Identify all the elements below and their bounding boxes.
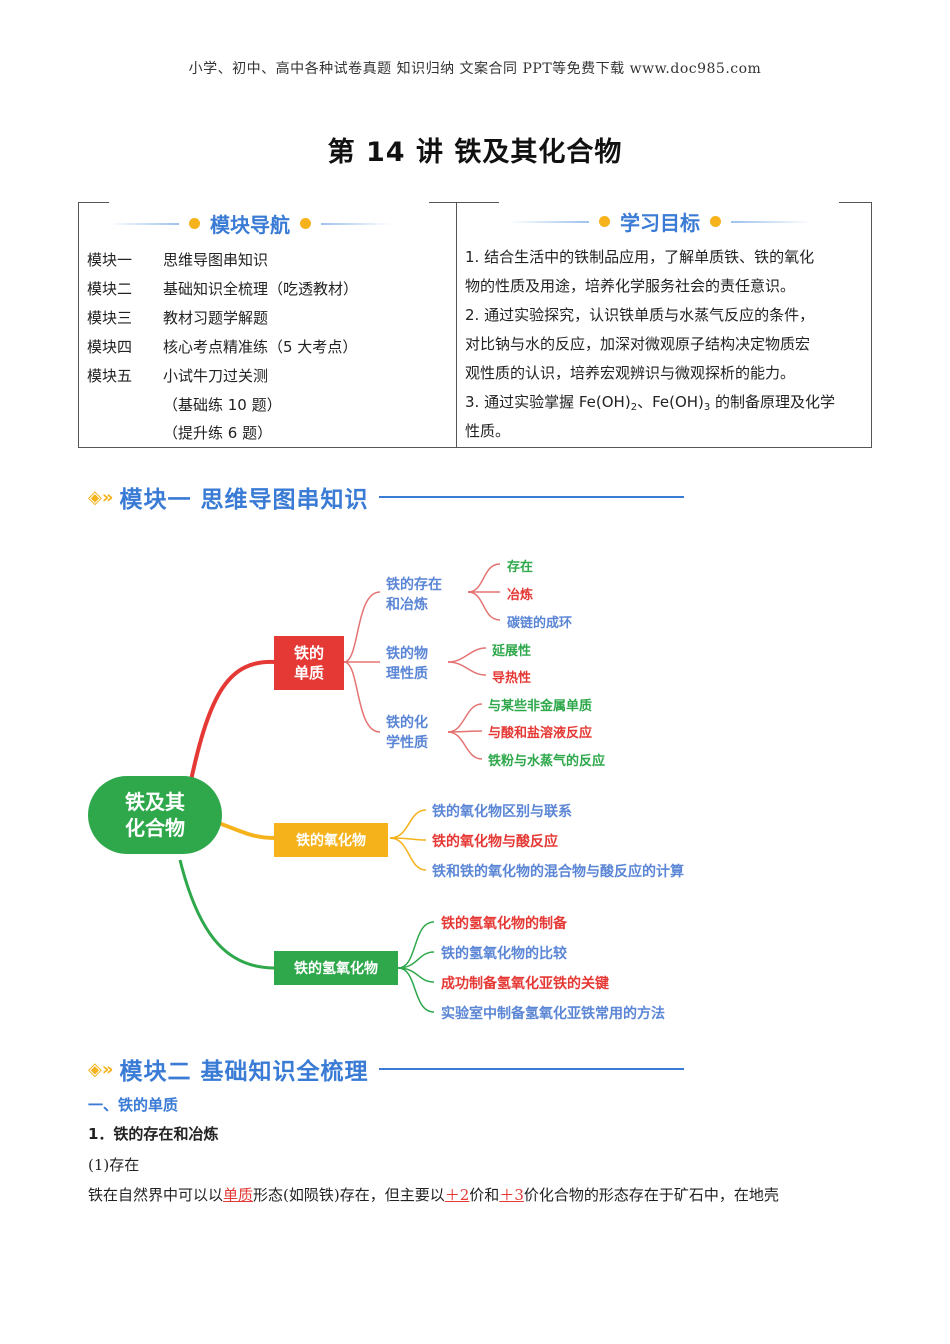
leaf-oxide-calc: 铁和铁的氧化物的混合物与酸反应的计算: [432, 864, 684, 880]
goal-line-5: 观性质的认识，培养宏观辨识与微观探析的能力。: [465, 364, 796, 382]
leaf-steam: 铁粉与水蒸气的反应: [488, 754, 606, 769]
node-iron-element: 铁的 单质: [274, 636, 344, 690]
nav-item-6: （基础练 10 题）: [163, 396, 282, 414]
node-iron-oxide: 铁的氧化物: [274, 823, 388, 857]
leaf-oxide-acid: 铁的氧化物与酸反应: [432, 834, 558, 850]
page-title: 第 14 讲 铁及其化合物: [327, 137, 623, 168]
module2-heading: ◈» 模块二 基础知识全梳理: [88, 1052, 684, 1086]
leaf-ductility: 延展性: [492, 644, 532, 659]
nav-item-2: 模块二基础知识全梳理（吃透教材）: [87, 280, 359, 298]
leaf-hydroxide-method: 实验室中制备氢氧化亚铁常用的方法: [441, 1006, 665, 1022]
sub-chemical-properties: 铁的化 学性质: [386, 715, 428, 751]
sub-physical-properties: 铁的物 理性质: [386, 646, 428, 682]
leaf-acid-salt: 与酸和盐溶液反应: [488, 726, 593, 741]
nav-item-1: 模块一思维导图串知识: [87, 251, 269, 269]
box-divider: [456, 203, 457, 447]
sub-existence-smelting: 铁的存在 和冶炼: [386, 577, 442, 613]
page-header: 小学、初中、高中各种试卷真题 知识归纳 文案合同 PPT等免费下载 www.do…: [188, 61, 762, 77]
leaf-thermal: 导热性: [492, 671, 532, 686]
overview-box: 模块导航 模块一思维导图串知识 模块二基础知识全梳理（吃透教材） 模块三教材习题…: [78, 201, 872, 448]
mindmap-root: 铁及其 化合物: [88, 776, 222, 854]
goal-line-3: 2. 通过实验探究，认识铁单质与水蒸气反应的条件，: [465, 306, 815, 324]
mindmap-connectors: [178, 563, 501, 1013]
leaf-smelting: 冶炼: [507, 588, 534, 603]
section-iron-element: 一、铁的单质: [88, 1096, 179, 1114]
goal-line-4: 对比钠与水的反应，加深对微观原子结构决定物质宏: [465, 335, 811, 353]
goal-line-7: 性质。: [465, 422, 511, 440]
nav-item-5: 模块五小试牛刀过关测: [87, 367, 269, 385]
diamond-arrow-icon: ◈»: [88, 486, 114, 508]
leaf-oxide-compare: 铁的氧化物区别与联系: [432, 804, 572, 820]
leaf-carbon-ring: 碳链的成环: [507, 616, 573, 631]
module1-heading: ◈» 模块一 思维导图串知识: [88, 480, 684, 514]
node-iron-hydroxide: 铁的氢氧化物: [274, 951, 398, 985]
goal-line-1: 1. 结合生活中的铁制品应用，了解单质铁、铁的氧化: [465, 248, 815, 266]
leaf-hydroxide-prep: 铁的氢氧化物的制备: [441, 916, 567, 932]
goal-line-6: 3. 通过实验掌握 Fe(OH)2、Fe(OH)3 的制备原理及化学: [465, 393, 836, 413]
nav-item-4: 模块四核心考点精准练（5 大考点）: [87, 338, 358, 356]
diamond-arrow-icon: ◈»: [88, 1058, 114, 1080]
subsection-existence: 1．铁的存在和冶炼: [88, 1125, 219, 1143]
leaf-existence: 存在: [507, 560, 534, 575]
goal-line-2: 物的性质及用途，培养化学服务社会的责任意识。: [465, 277, 796, 295]
leaf-hydroxide-compare: 铁的氢氧化物的比较: [441, 946, 567, 962]
nav-item-7: （提升练 6 题）: [163, 424, 273, 442]
nav-heading: 模块导航: [109, 209, 391, 238]
paragraph-existence: 铁在自然界中可以以单质形态(如陨铁)存在，但主要以＋2价和＋3价化合物的形态存在…: [88, 1186, 779, 1204]
nav-item-3: 模块三教材习题学解题: [87, 309, 269, 327]
leaf-nonmetal: 与某些非金属单质: [488, 699, 593, 714]
leaf-hydroxide-key: 成功制备氢氧化亚铁的关键: [441, 976, 609, 992]
goals-heading: 学习目标: [509, 207, 811, 236]
item-existence: (1)存在: [88, 1156, 140, 1174]
